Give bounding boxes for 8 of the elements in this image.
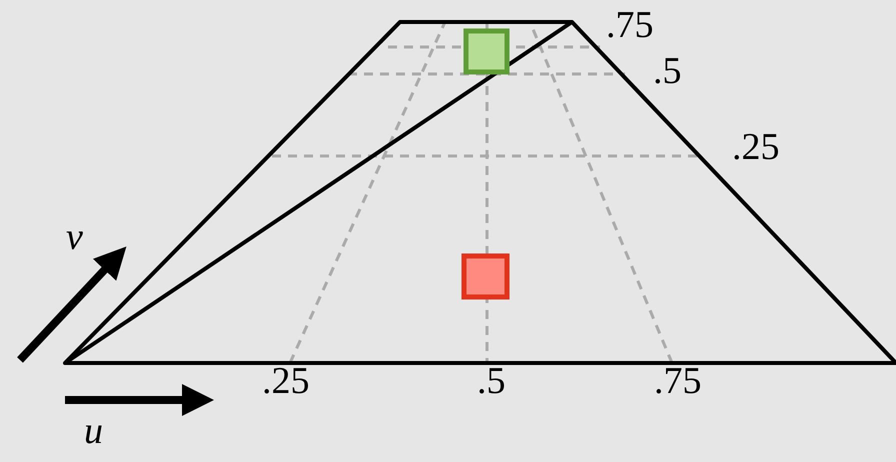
tick-label: .75 <box>606 6 654 44</box>
tick-label: .5 <box>477 362 506 400</box>
tick-label: .25 <box>732 128 780 166</box>
axis-label: v <box>66 218 83 256</box>
tick-label: .5 <box>653 52 682 90</box>
tick-label: .75 <box>654 362 702 400</box>
axis-label: u <box>84 412 103 450</box>
tick-label: .25 <box>262 362 310 400</box>
